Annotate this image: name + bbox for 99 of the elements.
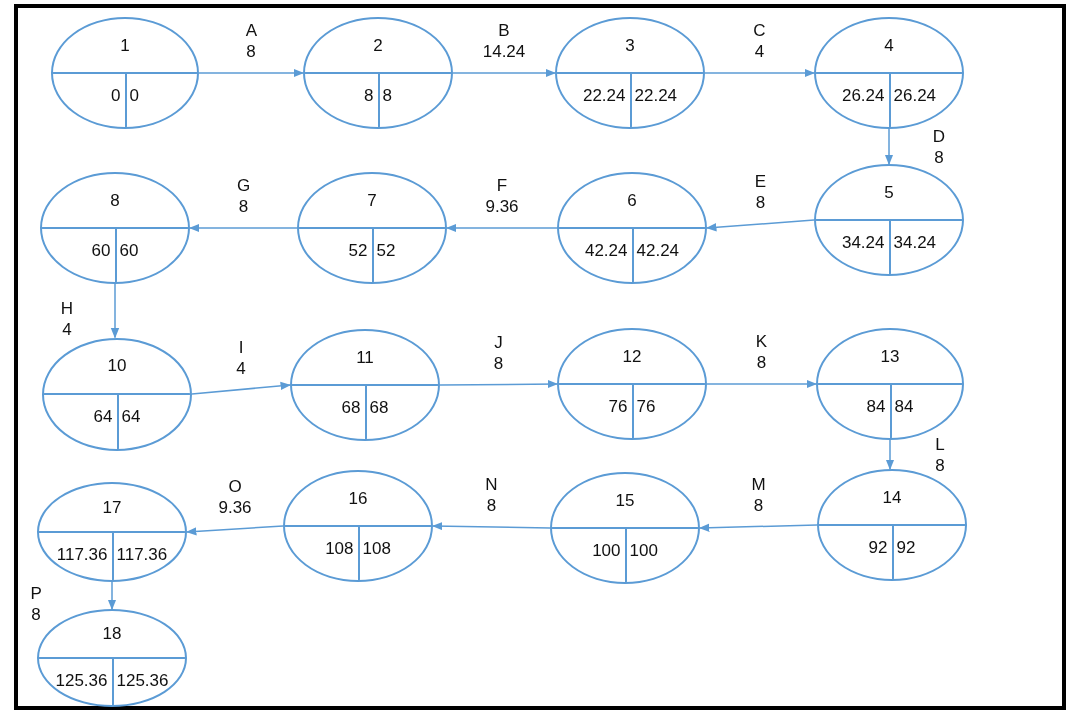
earliest-time: 68 [341,398,361,418]
arrow [705,219,815,232]
node-number: 18 [102,624,122,644]
event-ellipse [557,328,707,440]
node-number: 17 [102,497,122,518]
edge-label: G 8 [236,174,251,218]
earliest-time: 100 [592,541,621,561]
latest-time: 8 [382,86,392,106]
event-ellipse [297,172,447,284]
node-number: 16 [348,488,368,509]
edge-label: L 8 [935,433,945,476]
latest-time: 26.24 [893,86,937,106]
latest-time: 108 [362,539,391,559]
edge-label: I 4 [236,336,246,379]
event-ellipse [42,337,192,451]
arrow [185,525,284,536]
earliest-time: 92 [868,538,888,558]
arrow [706,379,818,389]
event-ellipse [814,164,964,276]
edge-label: B 14.24 [482,19,526,63]
node-number: 11 [356,347,374,368]
arrow [885,439,895,471]
event-ellipse [40,172,190,284]
arrow [445,223,558,233]
edge-label: C 4 [753,19,766,63]
earliest-time: 26.24 [841,86,885,106]
event-ellipse [555,17,705,129]
edge-label: M 8 [751,473,766,516]
arrow [191,381,292,395]
latest-time: 84 [894,397,914,417]
node-number: 2 [373,35,383,56]
earliest-time: 22.24 [582,86,626,106]
arrow [110,283,120,339]
arrow [198,68,305,78]
earliest-time: 34.24 [841,233,885,253]
arrow [698,523,818,532]
latest-time: 0 [129,86,139,106]
edge-label: N 8 [485,473,498,517]
event-ellipse [550,472,700,584]
node-number: 10 [107,356,127,377]
latest-time: 100 [629,541,658,561]
latest-time: 125.36 [116,671,169,691]
edge-label: O 9.36 [218,475,252,519]
edge-label: J 8 [493,331,504,374]
node-number: 5 [884,182,894,203]
node-number: 15 [615,490,635,511]
node-number: 7 [367,190,377,211]
earliest-time: 64 [93,407,113,427]
node-number: 13 [880,346,900,367]
earliest-time: 84 [866,397,886,417]
arrow [884,128,894,166]
arrow [452,68,557,78]
node-number: 1 [120,35,130,56]
node-number: 14 [882,487,902,508]
arrow [439,379,559,389]
event-ellipse [557,172,707,284]
event-ellipse [814,17,964,129]
arrow [704,68,816,78]
earliest-time: 76 [608,397,628,417]
latest-time: 92 [896,538,916,558]
edge-label: P 8 [30,582,42,625]
edge-label: A 8 [245,19,257,63]
earliest-time: 60 [91,241,111,261]
earliest-time: 8 [364,86,374,106]
edge-label: K 8 [755,330,768,374]
arrow [188,223,298,233]
latest-time: 42.24 [636,241,680,261]
event-ellipse [283,470,433,582]
edge-label: E 8 [754,170,767,214]
event-ellipse [37,482,187,582]
event-ellipse [51,17,199,129]
node-number: 4 [884,35,894,56]
latest-time: 76 [636,397,656,417]
latest-time: 64 [121,407,141,427]
earliest-time: 0 [111,86,121,106]
earliest-time: 52 [348,241,368,261]
latest-time: 60 [119,241,139,261]
arrow [431,521,551,531]
latest-time: 68 [369,398,389,418]
node-number: 3 [625,35,635,56]
earliest-time: 108 [325,539,354,559]
latest-time: 22.24 [634,86,678,106]
earliest-time: 117.36 [56,545,108,565]
event-ellipse [303,17,453,129]
node-number: 12 [622,346,642,367]
earliest-time: 125.36 [55,671,108,691]
latest-time: 117.36 [116,545,168,565]
arrow [107,581,117,611]
latest-time: 52 [376,241,396,261]
event-ellipse [816,328,964,440]
event-ellipse [817,469,967,581]
earliest-time: 42.24 [584,241,628,261]
edge-label: F 9.36 [485,174,519,218]
node-number: 8 [110,190,120,211]
event-ellipse [290,329,440,441]
latest-time: 34.24 [893,233,937,253]
node-number: 6 [627,190,637,211]
edge-label: D 8 [932,125,946,168]
edge-label: H 4 [60,297,74,340]
